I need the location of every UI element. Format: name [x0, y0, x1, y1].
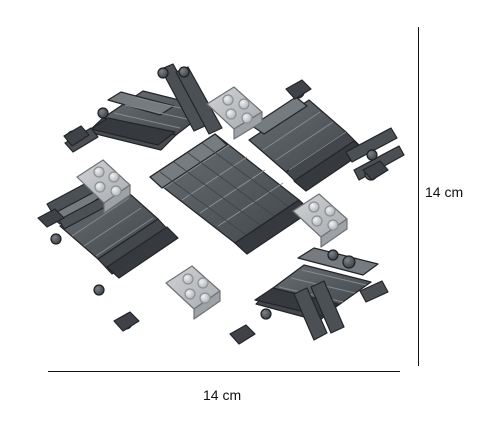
end-tabs: [37, 79, 389, 345]
rail-crossing: [37, 63, 405, 345]
light-gray-plate-left: [76, 159, 131, 214]
height-dimension-line: [418, 27, 419, 366]
light-gray-plate-right: [292, 193, 348, 248]
light-gray-plate-bottom: [165, 265, 221, 320]
track-arm-northeast: [248, 96, 366, 192]
width-dimension-label: 14 cm: [203, 387, 242, 403]
width-dimension-line: [48, 371, 400, 372]
crossing-center: [149, 133, 312, 255]
height-dimension-label: 14 cm: [425, 184, 464, 200]
rail-guides: [46, 63, 405, 341]
light-gray-plate-top: [206, 86, 263, 140]
